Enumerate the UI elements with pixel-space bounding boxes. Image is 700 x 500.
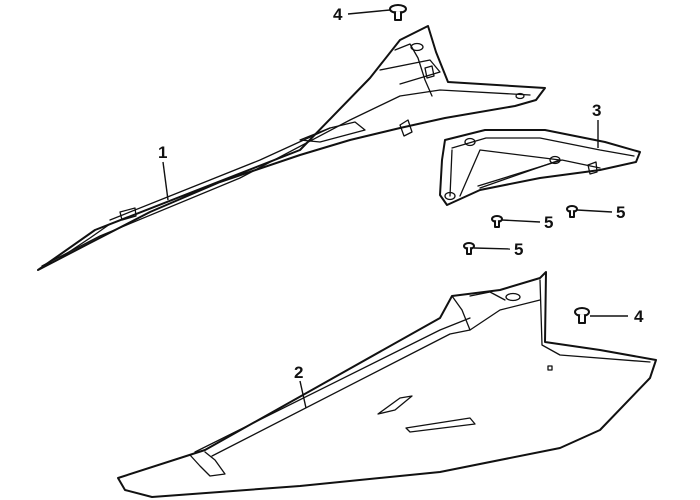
callout-2: 2 [294, 363, 303, 382]
callout-5-a: 5 [544, 213, 553, 232]
screw-4-right[interactable] [574, 307, 590, 324]
leader-5-a [501, 219, 541, 223]
callout-5-b: 5 [616, 203, 625, 222]
clip-5-b[interactable] [566, 205, 578, 218]
screw-4-top[interactable] [389, 4, 407, 21]
leader-4-top [347, 9, 391, 15]
part-2-side-cover-lower[interactable] [117, 271, 657, 498]
leader-1 [162, 161, 169, 201]
callout-5-c: 5 [514, 240, 523, 259]
leader-5-c [473, 247, 511, 250]
callout-1: 1 [158, 143, 167, 162]
callout-4-top: 4 [333, 5, 343, 24]
leader-lines [162, 9, 628, 409]
part-3-support-bracket[interactable] [439, 129, 641, 206]
leader-2 [299, 380, 307, 409]
clip-5-c[interactable] [463, 242, 475, 255]
callout-3: 3 [592, 101, 601, 120]
callout-4-right: 4 [634, 307, 644, 326]
clip-5-a[interactable] [491, 215, 503, 228]
part-1-side-cover-upper[interactable] [37, 25, 546, 271]
leader-5-b [576, 209, 613, 213]
